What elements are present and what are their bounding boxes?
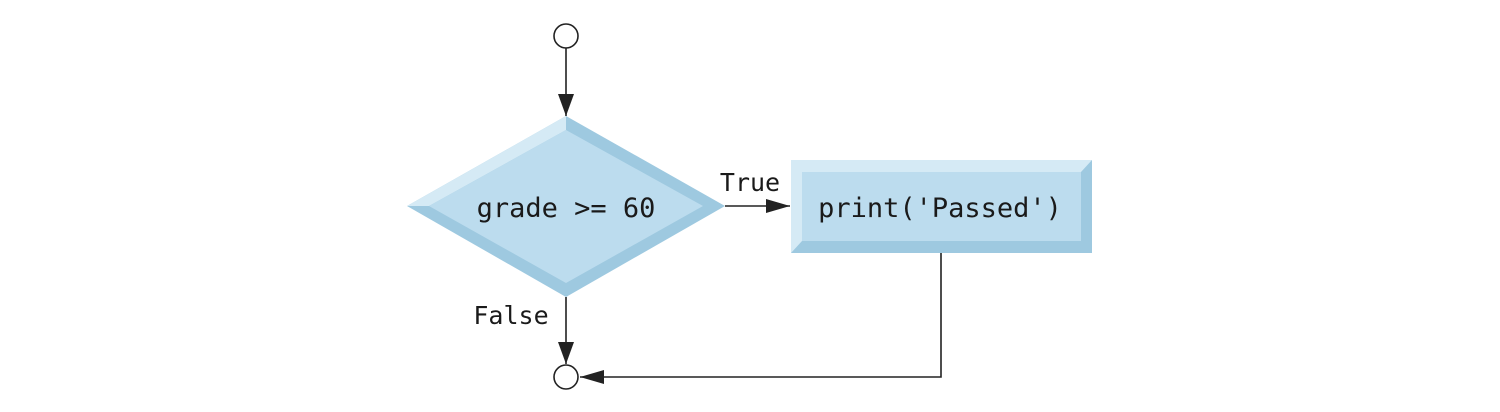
arrowhead-false-branch <box>558 342 574 364</box>
decision-condition-text: grade >= 60 <box>477 193 656 224</box>
action-box <box>791 160 1092 253</box>
final-node <box>553 364 579 390</box>
arrowhead-start-to-decision <box>558 94 574 116</box>
initial-node <box>553 23 579 49</box>
arrow-action-to-final <box>580 253 942 378</box>
false-label: False <box>473 301 548 330</box>
decision-diamond <box>407 116 725 297</box>
action-text: print('Passed') <box>818 193 1062 224</box>
arrowhead-action-to-final <box>580 370 604 384</box>
true-label: True <box>720 168 780 197</box>
arrowhead-true-branch <box>766 199 790 213</box>
